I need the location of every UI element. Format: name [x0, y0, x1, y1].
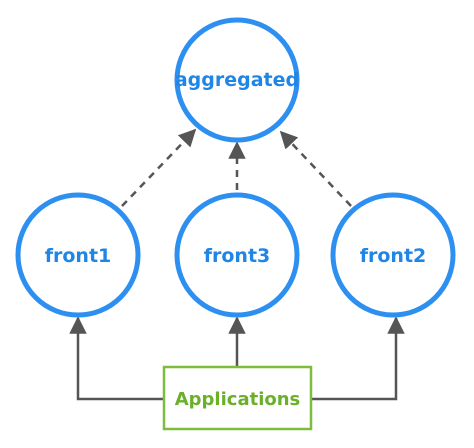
node-front3-circle [174, 192, 300, 318]
edge-applications-to-front2 [311, 316, 405, 401]
node-aggregated-label: aggregated [175, 69, 299, 91]
edge-front2-to-aggregated [279, 130, 352, 207]
node-front3[interactable]: front3 [174, 192, 300, 318]
applications-box[interactable]: Applications [162, 365, 313, 431]
node-front2-circle [330, 192, 456, 318]
applications-rect [162, 365, 313, 431]
node-front1-label: front1 [45, 245, 112, 267]
node-front1-circle [15, 192, 141, 318]
node-aggregated-circle [174, 17, 300, 143]
edge-applications-to-front1 [69, 316, 164, 401]
node-front2[interactable]: front2 [330, 192, 456, 318]
node-aggregated[interactable]: aggregated [174, 17, 300, 143]
applications-label: Applications [175, 389, 301, 410]
node-front2-label: front2 [360, 245, 427, 267]
node-front3-label: front3 [204, 245, 271, 267]
node-front1[interactable]: front1 [15, 192, 141, 318]
edge-front1-to-aggregated [121, 128, 197, 207]
